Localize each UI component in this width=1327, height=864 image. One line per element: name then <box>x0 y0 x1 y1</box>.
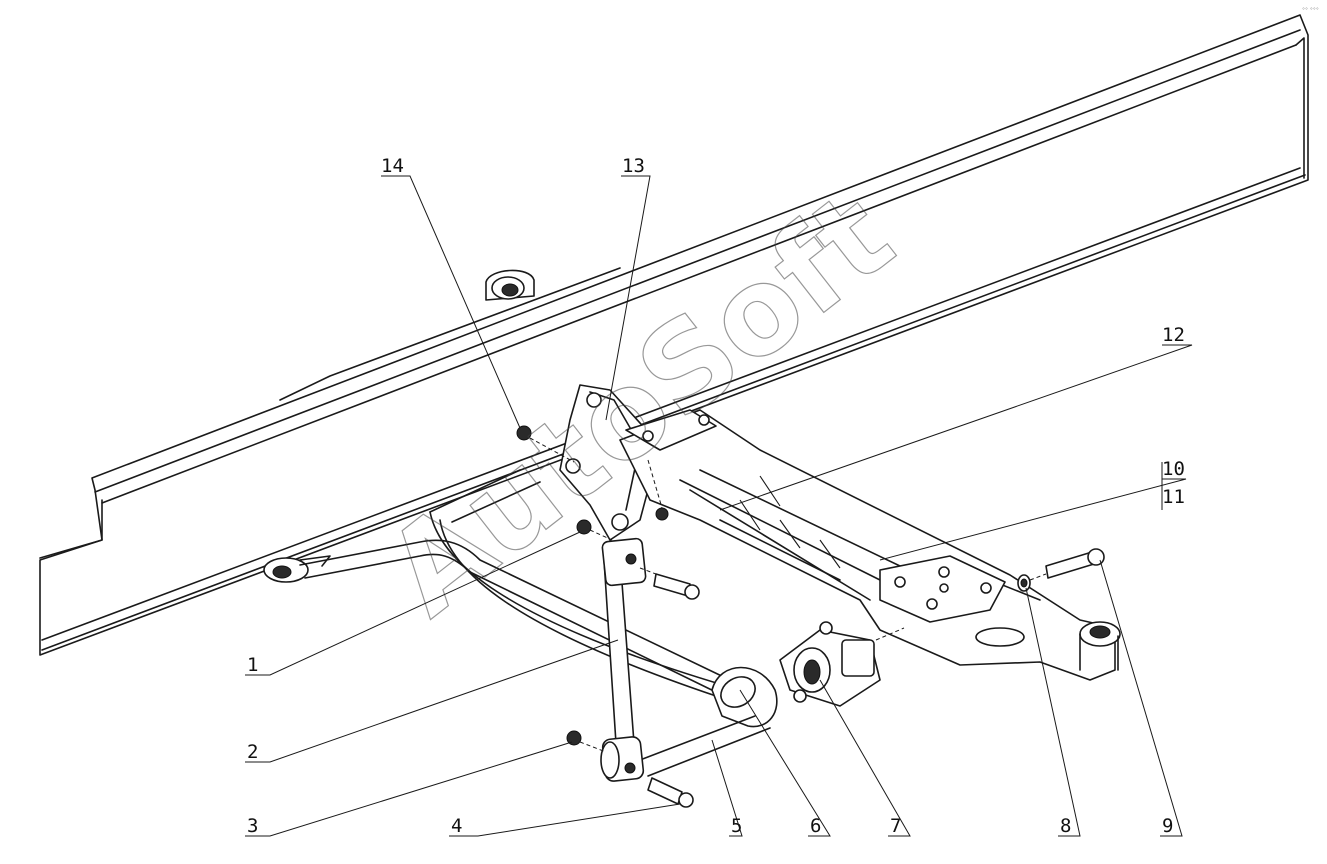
axle-beam <box>619 409 1121 681</box>
bolt-10 <box>639 567 700 600</box>
callout-5: 5 <box>731 815 742 837</box>
stabilizer-clamp <box>779 621 881 707</box>
callout-12: 12 <box>1162 324 1185 346</box>
spring-bracket-upper <box>485 269 535 301</box>
clamp-axis <box>875 627 905 641</box>
bolt-bracket <box>647 459 669 521</box>
stabilizer-link <box>600 537 647 782</box>
leader-lines <box>245 175 1193 837</box>
callout-2: 2 <box>247 741 258 763</box>
frame-side-member <box>39 14 1309 656</box>
corner-mark: °° °°° <box>1302 7 1319 14</box>
callout-4: 4 <box>451 815 462 837</box>
callout-11: 11 <box>1162 486 1185 508</box>
nut-1 <box>576 519 613 541</box>
nut-14 <box>516 425 575 463</box>
washer-8 <box>1017 573 1047 592</box>
bolt-4 <box>647 777 694 808</box>
frame-bushing-left <box>263 555 331 583</box>
callout-9: 9 <box>1162 815 1173 837</box>
stabilizer-bar <box>299 469 778 777</box>
callout-labels: 14 13 12 10 11 1 2 3 4 5 6 7 8 9 <box>247 155 1185 837</box>
callout-1: 1 <box>247 654 258 676</box>
bolt-9 <box>1045 548 1105 579</box>
callout-10: 10 <box>1162 458 1185 480</box>
callout-13: 13 <box>622 155 645 177</box>
callout-7: 7 <box>890 815 901 837</box>
nut-3 <box>566 730 607 753</box>
callout-14: 14 <box>381 155 404 177</box>
callout-8: 8 <box>1060 815 1071 837</box>
callout-3: 3 <box>247 815 258 837</box>
callout-6: 6 <box>810 815 821 837</box>
